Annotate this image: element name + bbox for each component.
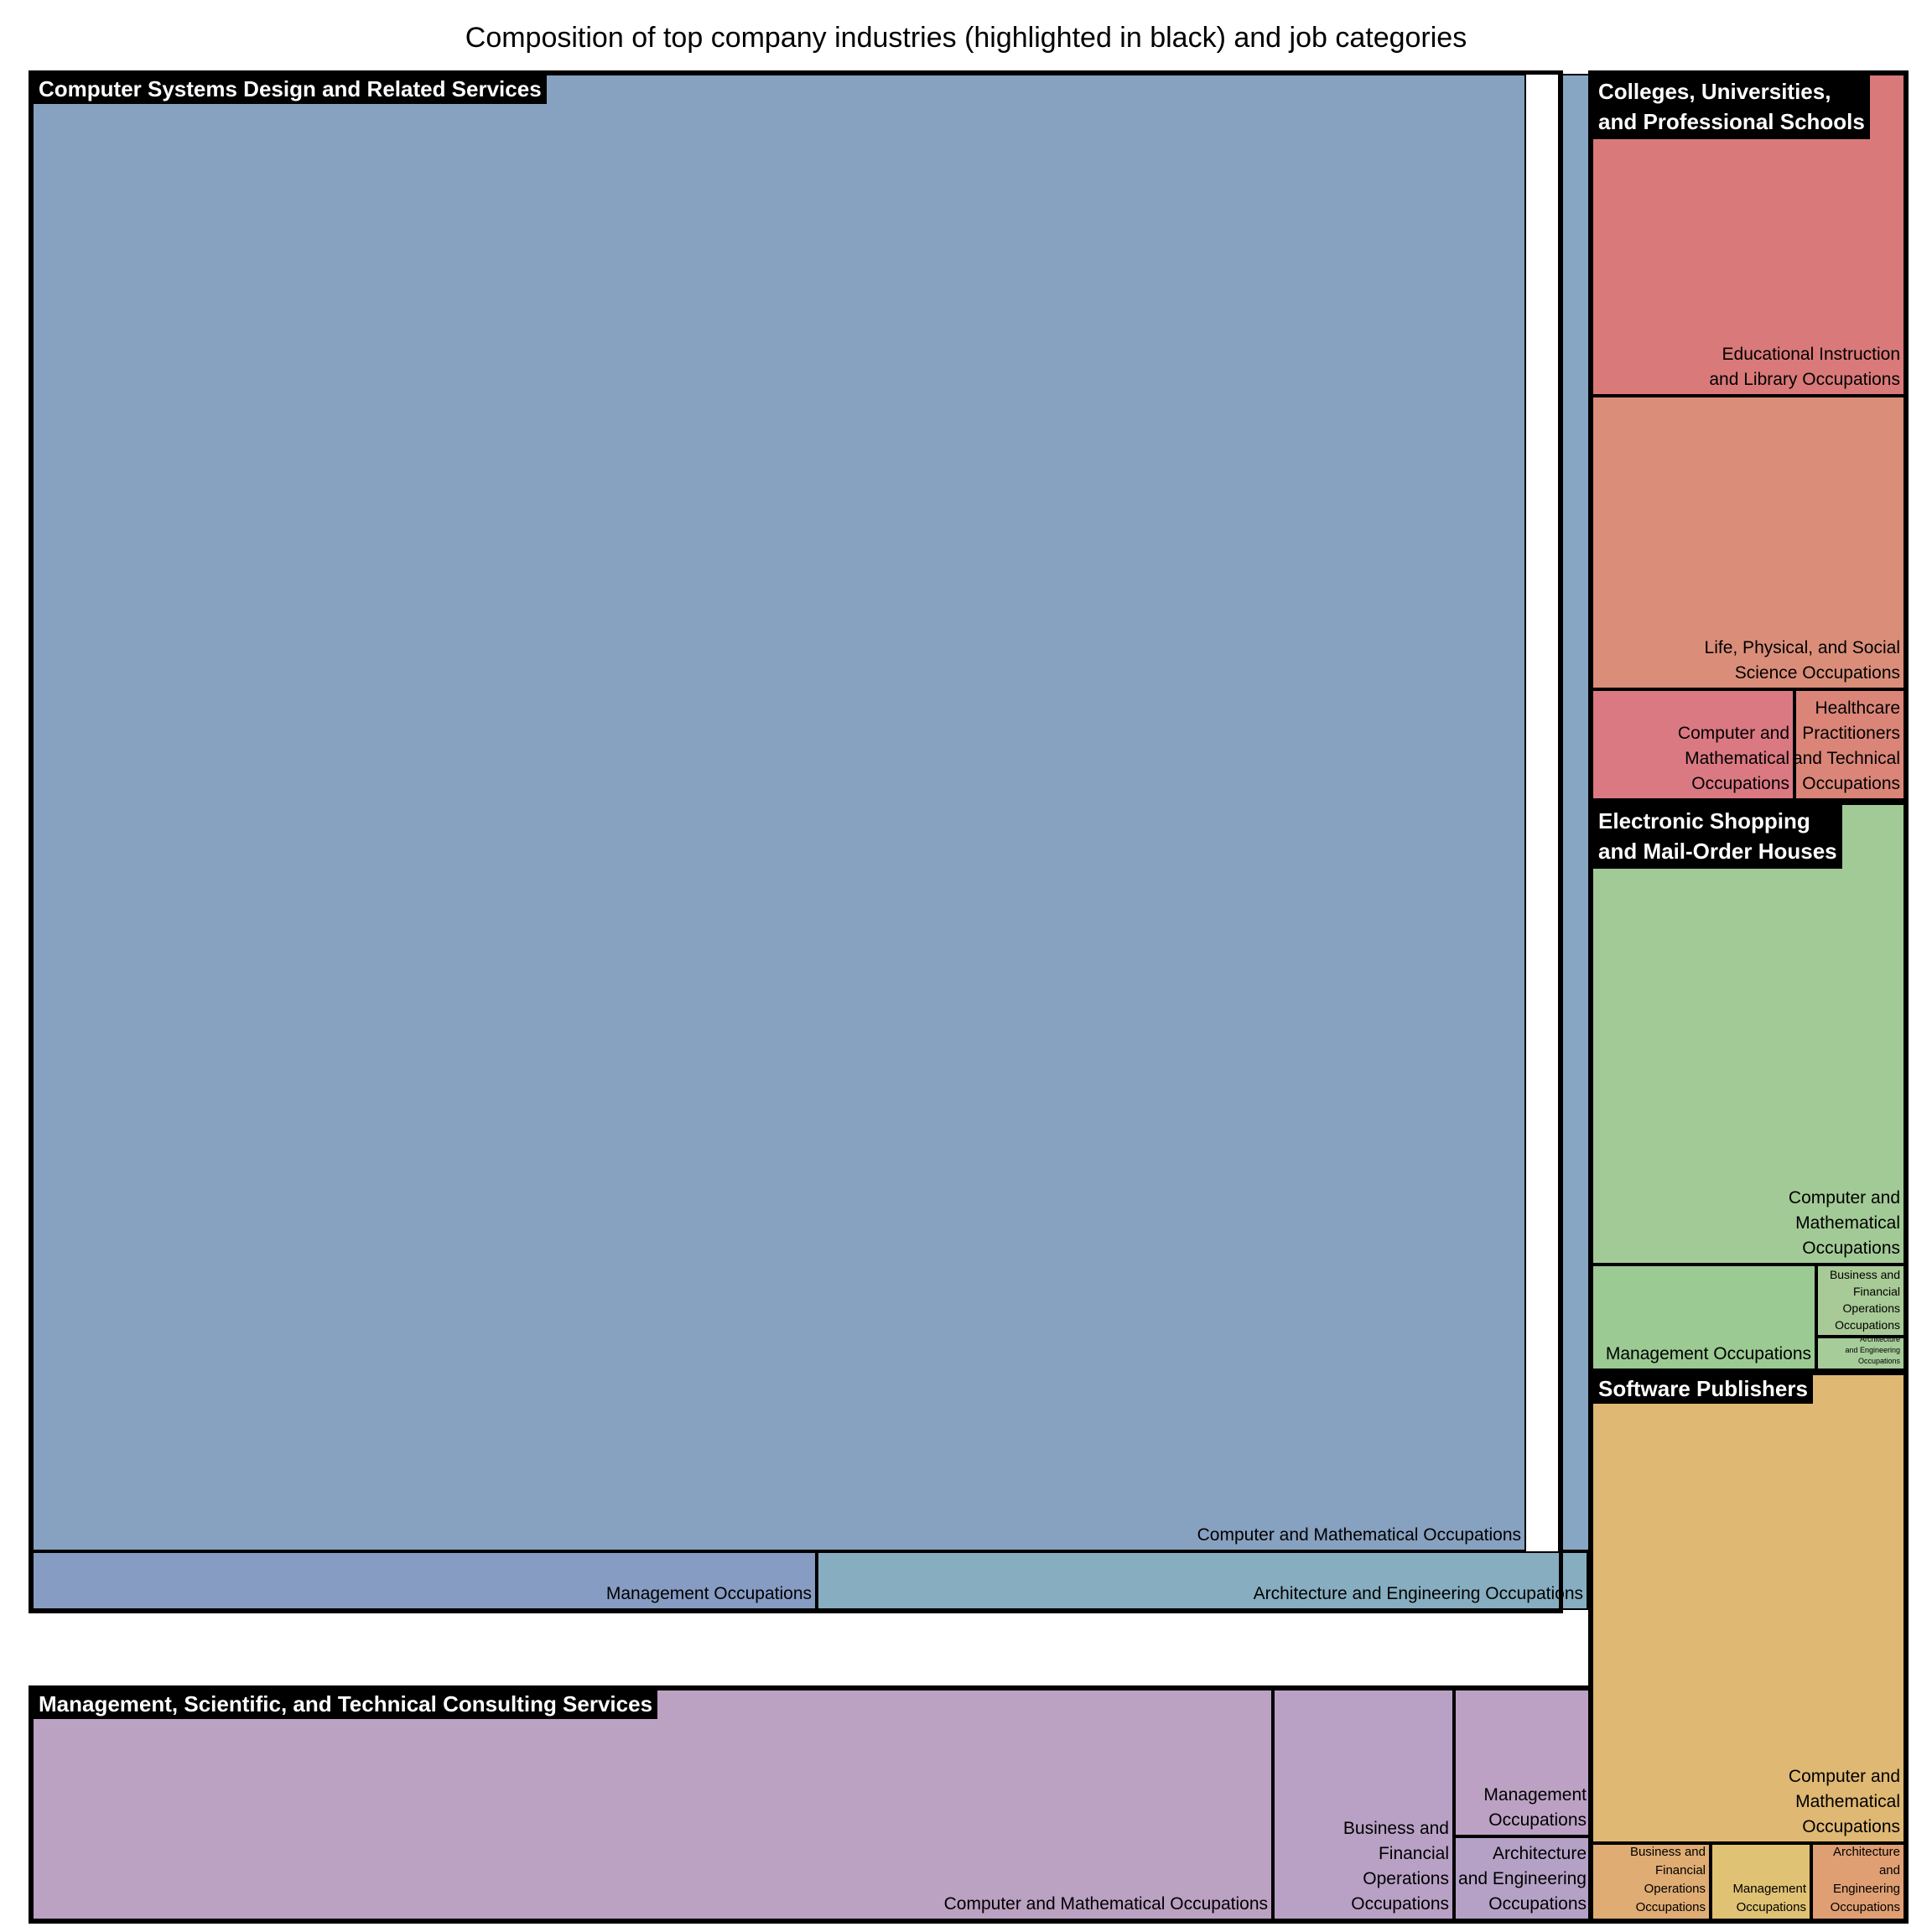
treemap-cell: Management Occupations xyxy=(1592,1265,1816,1370)
industry-group xyxy=(1588,1370,1909,1924)
cell-label-line: Occupations xyxy=(1691,774,1789,793)
cell-label-line: and Technical xyxy=(1794,749,1900,768)
cell-label-line: Healthcare xyxy=(1815,699,1900,718)
industry-label-line: Colleges, Universities, xyxy=(1598,79,1831,104)
cell-label-line: Occupations xyxy=(1802,1817,1900,1836)
cell-label-line: Mathematical xyxy=(1795,1213,1900,1233)
cell-label: Educational Instruction and Library Occup… xyxy=(1709,342,1900,392)
cell-label-line: Operations xyxy=(1644,1882,1706,1896)
industry-label: Electronic Shopping and Mail-Order Houses xyxy=(1593,804,1842,869)
cell-label-line: Practitioners xyxy=(1802,724,1900,743)
industry-label: Management, Scientific, and Technical Co… xyxy=(34,1690,658,1719)
cell-label-line: Occupations xyxy=(1351,1894,1449,1914)
cell-label-line: Operations xyxy=(1842,1301,1900,1315)
cell-label: Management Occupations xyxy=(1606,1342,1811,1367)
cell-label-line: Financial xyxy=(1378,1844,1449,1863)
cell-label-line: and Library Occupations xyxy=(1709,370,1900,389)
treemap-cell: Computer and Mathematical Occupations xyxy=(32,74,1526,1551)
industry-label: Software Publishers xyxy=(1593,1374,1813,1404)
cell-label-line: Computer and Mathematical Occupations xyxy=(943,1894,1268,1914)
cell-label-line: Mathematical xyxy=(1795,1792,1900,1811)
cell-label: Computer and Mathematical Occupations xyxy=(1197,1523,1521,1548)
cell-label-line: Occupations xyxy=(1736,1900,1806,1914)
cell-label-line: Occupations xyxy=(1635,1900,1706,1914)
cell-label-line: Architecture xyxy=(1859,1337,1900,1343)
cell-label-line: Occupations xyxy=(1488,1810,1587,1830)
cell-label-line: Occupations xyxy=(1835,1318,1900,1332)
industry-label-line: and Professional Schools xyxy=(1598,109,1865,134)
industry-group xyxy=(29,1685,1595,1924)
cell-label-line: Occupations xyxy=(1802,774,1900,793)
industry-group xyxy=(29,70,1563,1613)
cell-label-line: Management xyxy=(1732,1882,1806,1896)
cell-label-line: Science Occupations xyxy=(1734,663,1900,683)
cell-label-line: Mathematical xyxy=(1685,749,1789,768)
cell-label-line: Business and xyxy=(1829,1268,1900,1281)
treemap-cell: Management Occupations xyxy=(32,1551,817,1610)
cell-label-line: Computer and Mathematical Occupations xyxy=(1197,1525,1521,1545)
industry-label-line: Electronic Shopping xyxy=(1598,808,1810,834)
cell-label-line: Computer and xyxy=(1677,724,1789,743)
cell-label-line: Architecture xyxy=(1832,1845,1900,1859)
industry-label-line: Software Publishers xyxy=(1598,1376,1808,1401)
cell-label-line: Business and xyxy=(1629,1845,1706,1859)
cell-label-line: and Engineering xyxy=(1458,1869,1587,1888)
industry-group xyxy=(1588,800,1909,1374)
cell-label-line: Management Occupations xyxy=(1605,1344,1811,1363)
industry-label-line: Management, Scientific, and Technical Co… xyxy=(39,1691,653,1716)
cell-label-line: Financial xyxy=(1852,1285,1900,1298)
cell-label-line: Business and xyxy=(1343,1819,1449,1838)
cell-label-line: Occupations xyxy=(1488,1894,1587,1914)
industry-label: Colleges, Universities, and Professional … xyxy=(1593,75,1870,139)
cell-label: Architecture and Engineering Occupations xyxy=(1254,1581,1583,1607)
cell-label-line: Life, Physical, and Social xyxy=(1704,638,1900,657)
cell-label-line: Computer and xyxy=(1788,1767,1900,1786)
cell-label-line: Computer and xyxy=(1788,1188,1900,1208)
cell-label-line: Occupations xyxy=(1802,1239,1900,1258)
cell-label-line: Architecture xyxy=(1492,1844,1587,1863)
cell-label-line: Financial xyxy=(1654,1863,1706,1877)
cell-label: Management Occupations xyxy=(606,1581,812,1607)
industry-group xyxy=(1588,70,1909,803)
cell-label-line: Management xyxy=(1483,1785,1587,1805)
industry-label-line: Computer Systems Design and Related Serv… xyxy=(39,76,542,101)
cell-label-line: and Engineering xyxy=(1845,1346,1900,1354)
cell-label-line: Architecture and Engineering Occupations xyxy=(1253,1584,1583,1603)
cell-label-line: Management Occupations xyxy=(605,1584,812,1603)
industry-label: Computer Systems Design and Related Serv… xyxy=(34,75,547,104)
cell-label: Computer and Mathematical Occupations xyxy=(944,1892,1268,1917)
chart-title: Composition of top company industries (h… xyxy=(465,22,1467,54)
cell-label-line: Educational Instruction xyxy=(1722,345,1900,364)
industry-label-line: and Mail-Order Houses xyxy=(1598,839,1837,864)
cell-label-line: and xyxy=(1878,1863,1900,1877)
cell-label-line: Engineering xyxy=(1832,1882,1900,1896)
cell-label-line: Occupations xyxy=(1830,1900,1900,1914)
cell-label-line: Occupations xyxy=(1857,1357,1900,1365)
cell-label-line: Operations xyxy=(1363,1869,1449,1888)
